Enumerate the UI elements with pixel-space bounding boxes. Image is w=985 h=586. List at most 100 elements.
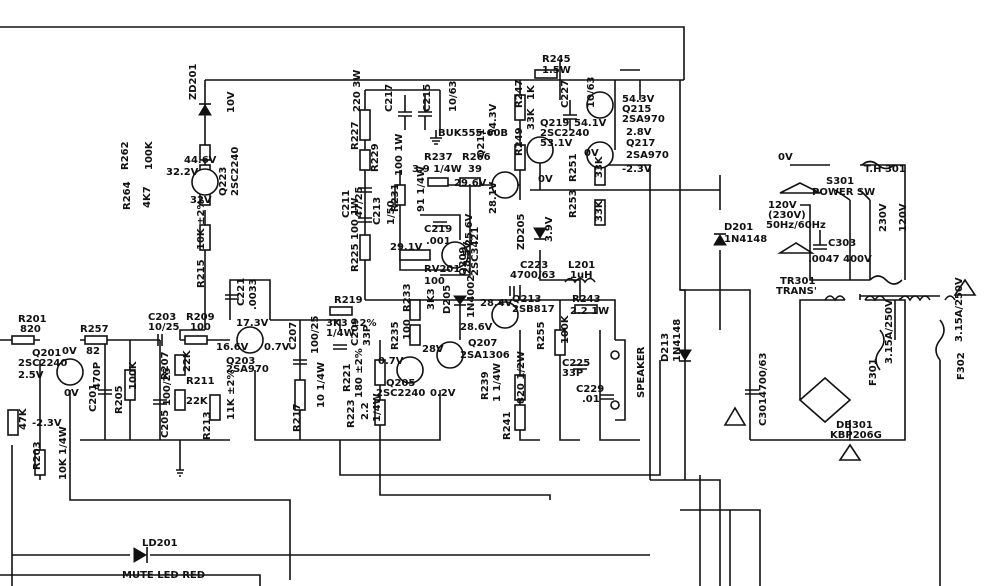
c201-value: 470P bbox=[92, 362, 103, 390]
r239-value: 1 1/4W bbox=[492, 363, 503, 402]
q215-transistor bbox=[586, 91, 614, 119]
r243-resistor bbox=[574, 304, 598, 314]
r215-value: 10K ±2% bbox=[196, 199, 207, 250]
warning-triangle-2 bbox=[777, 242, 815, 254]
r239-resistor bbox=[514, 374, 526, 401]
c219-capacitor bbox=[433, 221, 447, 227]
s301-type: POWER SW bbox=[812, 187, 875, 198]
r253-value: 33K bbox=[594, 199, 605, 222]
r223-value: 2.2 bbox=[360, 402, 371, 420]
r235-value: 100 bbox=[402, 319, 413, 340]
v0c-label: 0V bbox=[62, 346, 77, 357]
q207-transistor bbox=[436, 341, 464, 369]
r253-label: R253 bbox=[568, 189, 579, 218]
s301-switch bbox=[834, 189, 871, 201]
th301-label: T.H 301 bbox=[864, 164, 906, 175]
r255-label: R255 bbox=[536, 321, 547, 350]
q219-type: 2SC2240 bbox=[540, 128, 589, 139]
q205-transistor bbox=[396, 356, 424, 384]
c203-capacitor bbox=[157, 334, 163, 346]
r225-label: R225 bbox=[350, 243, 361, 272]
c227-label: C227 bbox=[560, 80, 571, 108]
c211-value: 47/25 bbox=[354, 186, 365, 218]
r262-label: R262 bbox=[120, 141, 131, 170]
r255-value: 100K bbox=[560, 314, 571, 344]
r213-resistor bbox=[209, 394, 221, 421]
r251-label: R251 bbox=[568, 153, 579, 182]
q203-type: 2SA970 bbox=[226, 364, 269, 375]
c213-label: C213 bbox=[372, 197, 383, 225]
r262-value: 100K bbox=[144, 140, 155, 170]
r262-resistor bbox=[199, 144, 211, 161]
transistors bbox=[56, 91, 614, 386]
r215-label: R215 bbox=[196, 259, 207, 288]
c221-capacitor bbox=[225, 294, 239, 300]
r249-value: 33K bbox=[526, 107, 537, 130]
c205-label: C205 bbox=[160, 410, 171, 438]
q207-type: 2SA1306 bbox=[460, 350, 510, 361]
q213-label: Q213 bbox=[512, 294, 541, 305]
tr301-windings bbox=[824, 295, 956, 302]
q211-type: BUK555-60B bbox=[438, 128, 508, 139]
zd205-label: ZD205 bbox=[516, 214, 527, 250]
q211-voltage: 54.3V bbox=[488, 103, 499, 136]
r249-resistor bbox=[514, 144, 526, 171]
db301-bridge bbox=[798, 376, 852, 424]
q223-label: Q223 bbox=[218, 167, 229, 196]
c217-label: C217 bbox=[384, 84, 395, 112]
v291-label: 29.1V bbox=[390, 242, 423, 253]
d201-label: D201 bbox=[724, 222, 753, 233]
q205-type: 2SC2240 bbox=[376, 388, 425, 399]
c229-value: .01 bbox=[582, 394, 600, 405]
v32-label: 32V bbox=[190, 195, 212, 206]
r221-resistor bbox=[374, 359, 386, 386]
v07-label: 0.7V bbox=[264, 342, 290, 353]
c207-label: C207 bbox=[288, 322, 299, 350]
r241-value: 820 1/2W bbox=[516, 351, 527, 404]
tr301-type: TRANS' bbox=[776, 286, 817, 297]
d205-label: D205 bbox=[442, 285, 453, 314]
q201-transistor bbox=[56, 358, 84, 386]
q217-label: Q217 bbox=[626, 138, 655, 149]
v0b-label: 0V bbox=[584, 148, 599, 159]
v322-label: 32.2V bbox=[166, 167, 199, 178]
ld201-type: MUTE LED RED bbox=[122, 570, 205, 581]
r209-resistor bbox=[184, 335, 208, 345]
ground-symbol bbox=[430, 130, 442, 145]
v543-label: 54.3V bbox=[622, 94, 655, 105]
vneg23-label: -2.3V bbox=[622, 164, 652, 175]
d213-label: D213 bbox=[660, 333, 671, 362]
db301-type: KBP206G bbox=[830, 430, 882, 441]
v120-label: 120V bbox=[768, 200, 797, 211]
warning-triangle-1 bbox=[779, 182, 821, 194]
v446-label: 44.6V bbox=[184, 155, 217, 166]
c301-value: 4700/63 bbox=[758, 353, 769, 398]
r203-label: R203 bbox=[32, 441, 43, 470]
f301-fuse bbox=[875, 329, 885, 371]
r264-value: 4K7 bbox=[142, 186, 153, 208]
c225-capacitor bbox=[573, 364, 587, 370]
r255-resistor bbox=[554, 329, 566, 356]
v173-label: 17.3V bbox=[236, 318, 269, 329]
v02-label: 0.2V bbox=[430, 388, 456, 399]
hz-label: 50Hz/60Hz bbox=[766, 220, 826, 231]
r257-value: 82 bbox=[86, 346, 100, 357]
r245-resistor bbox=[534, 69, 558, 79]
c215-label: C215 bbox=[422, 84, 433, 112]
r251-value: 33K bbox=[594, 155, 605, 178]
r241-resistor bbox=[514, 404, 526, 431]
q211-label: Q211 bbox=[476, 129, 487, 158]
c201-label: C201 bbox=[88, 384, 99, 412]
warning-triangle-3 bbox=[953, 278, 977, 296]
r233-label: R233 bbox=[402, 283, 413, 312]
r211-value: 22K bbox=[186, 396, 209, 407]
r233-resistor bbox=[409, 299, 421, 321]
c207-capacitor bbox=[293, 359, 307, 365]
q219-label: Q219 bbox=[540, 118, 569, 129]
q215-label: Q215 bbox=[622, 104, 651, 115]
r207-label: R207 bbox=[160, 351, 171, 380]
c301-label: C301 bbox=[758, 398, 769, 426]
rv201-value: 100 bbox=[424, 276, 445, 287]
r201-resistor bbox=[11, 335, 35, 345]
f301-value: 3.15A/250V bbox=[884, 299, 895, 364]
